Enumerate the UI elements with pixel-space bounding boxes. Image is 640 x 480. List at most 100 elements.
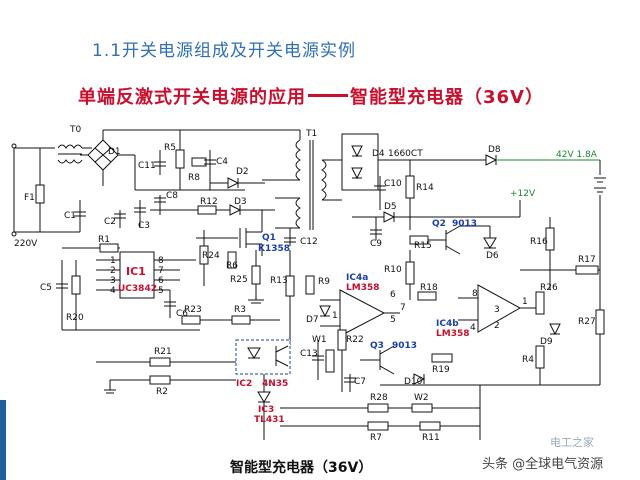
label-c3: C3 [138, 221, 150, 231]
ic1-pin8: 8 [158, 256, 164, 266]
ic4a-pin5: 5 [390, 315, 396, 325]
label-r13: R13 [270, 276, 288, 286]
label-d10: D10 [404, 377, 423, 387]
label-c13: C13 [300, 349, 318, 359]
label-c9: C9 [370, 239, 382, 249]
label-q1: Q1 [262, 233, 276, 243]
watermark-logo: 电工之家 [550, 436, 594, 449]
label-r18: R18 [420, 283, 438, 293]
heading-left: 单端反激式开关电源的应用 [78, 87, 306, 108]
label-c5: C5 [40, 283, 52, 293]
label-r4: R4 [522, 355, 534, 365]
watermark-text: 头条 @全球电气资源 [482, 457, 604, 472]
heading-dash [308, 93, 348, 97]
label-r26: R26 [540, 283, 558, 293]
label-f1: F1 [24, 193, 35, 203]
circuit-heading: 单端反激式开关电源的应用 智能型充电器（36V） [78, 83, 544, 109]
label-q2: Q2 [432, 219, 446, 229]
label-r25: R25 [230, 275, 248, 285]
label-q2-part: 9013 [452, 219, 477, 229]
label-c10: C10 [384, 179, 402, 189]
label-r14: R14 [416, 183, 434, 193]
label-t0: T0 [69, 125, 81, 135]
label-q1-part: K1358 [258, 244, 290, 254]
label-d2: D2 [236, 167, 249, 177]
ic1-pin3: 3 [110, 276, 116, 286]
label-ic4b: IC4b [436, 319, 459, 329]
figure-caption: 智能型充电器（36V） [230, 460, 373, 476]
ic4b-pin1: 1 [522, 297, 528, 307]
label-ic4a-part: LM358 [346, 283, 379, 293]
label-r5: R5 [164, 143, 176, 153]
label-d4-part: 1660CT [388, 149, 423, 159]
ic4b-pin8: 8 [472, 289, 478, 299]
label-r28: R28 [370, 393, 388, 403]
ic1-pin6: 6 [158, 276, 164, 286]
label-r2: R2 [156, 387, 168, 397]
label-c8: C8 [166, 191, 178, 201]
label-r11: R11 [422, 433, 440, 443]
label-12v: +12V [510, 189, 536, 199]
label-d9: D9 [540, 337, 553, 347]
label-r12: R12 [200, 197, 218, 207]
label-c2: C2 [104, 217, 116, 227]
label-r19: R19 [432, 365, 450, 375]
label-d1: D1 [108, 147, 121, 157]
label-r22: R22 [346, 335, 364, 345]
section-title: 1.1开关电源组成及开关电源实例 [92, 41, 357, 61]
label-ic1-part: UC3842 [118, 284, 157, 294]
label-c7: C7 [354, 377, 366, 387]
slide-sidebar-accent [0, 400, 6, 480]
label-r24: R24 [202, 251, 220, 261]
label-r1: R1 [98, 235, 110, 245]
ic4b-pin2: 2 [494, 321, 500, 331]
ic1-pin7: 7 [158, 266, 164, 276]
label-d3: D3 [234, 197, 247, 207]
ic1-pin2: 2 [110, 266, 116, 276]
label-ic3-part: TL431 [254, 415, 285, 425]
label-w1: W1 [312, 335, 327, 345]
ic4a-pin6: 6 [390, 290, 396, 300]
label-q3-part: 9013 [392, 341, 417, 351]
label-ic4a: IC4a [346, 273, 368, 283]
label-r21: R21 [154, 347, 172, 357]
ic4b-pin4: 4 [470, 323, 476, 333]
label-ic1: IC1 [126, 265, 146, 278]
label-d5: D5 [384, 202, 397, 212]
label-w2: W2 [414, 393, 429, 403]
label-r10: R10 [384, 265, 402, 275]
ic1-pin1: 1 [110, 256, 116, 266]
label-ic4b-part: LM358 [436, 329, 469, 339]
label-output-rating: 42V 1.8A [556, 150, 598, 160]
ic4a-pin1: 1 [332, 311, 338, 321]
label-d8: D7 [306, 315, 319, 325]
ic4b-pin3: 3 [494, 305, 500, 315]
label-r23: R23 [184, 305, 202, 315]
label-c4: C4 [216, 157, 228, 167]
label-ic2: IC2 [236, 379, 252, 389]
label-r3: R3 [234, 305, 246, 315]
label-r15: R15 [414, 241, 432, 251]
label-r16: R16 [530, 237, 548, 247]
label-r20: R20 [66, 313, 84, 323]
label-r27: R27 [578, 317, 596, 327]
ic4a-pin7: 7 [400, 303, 406, 313]
label-c11: C11 [138, 161, 156, 171]
label-ic3: IC3 [258, 405, 274, 415]
label-d6: D6 [486, 251, 499, 261]
label-input-voltage: 220V [14, 239, 38, 249]
label-r6: R6 [226, 261, 238, 271]
label-ic2-part: 4N35 [262, 379, 288, 389]
heading-right: 智能型充电器（36V） [350, 87, 544, 108]
top-band [0, 0, 640, 8]
label-c12: C12 [300, 237, 318, 247]
label-r8: R8 [188, 173, 200, 183]
label-t1: T1 [305, 129, 317, 139]
label-c1: C1 [64, 211, 76, 221]
label-r17: R17 [578, 255, 596, 265]
label-d7: D8 [488, 145, 501, 155]
label-r7: R7 [370, 433, 382, 443]
label-c6: C6 [176, 309, 188, 319]
label-r9: R9 [318, 277, 330, 287]
